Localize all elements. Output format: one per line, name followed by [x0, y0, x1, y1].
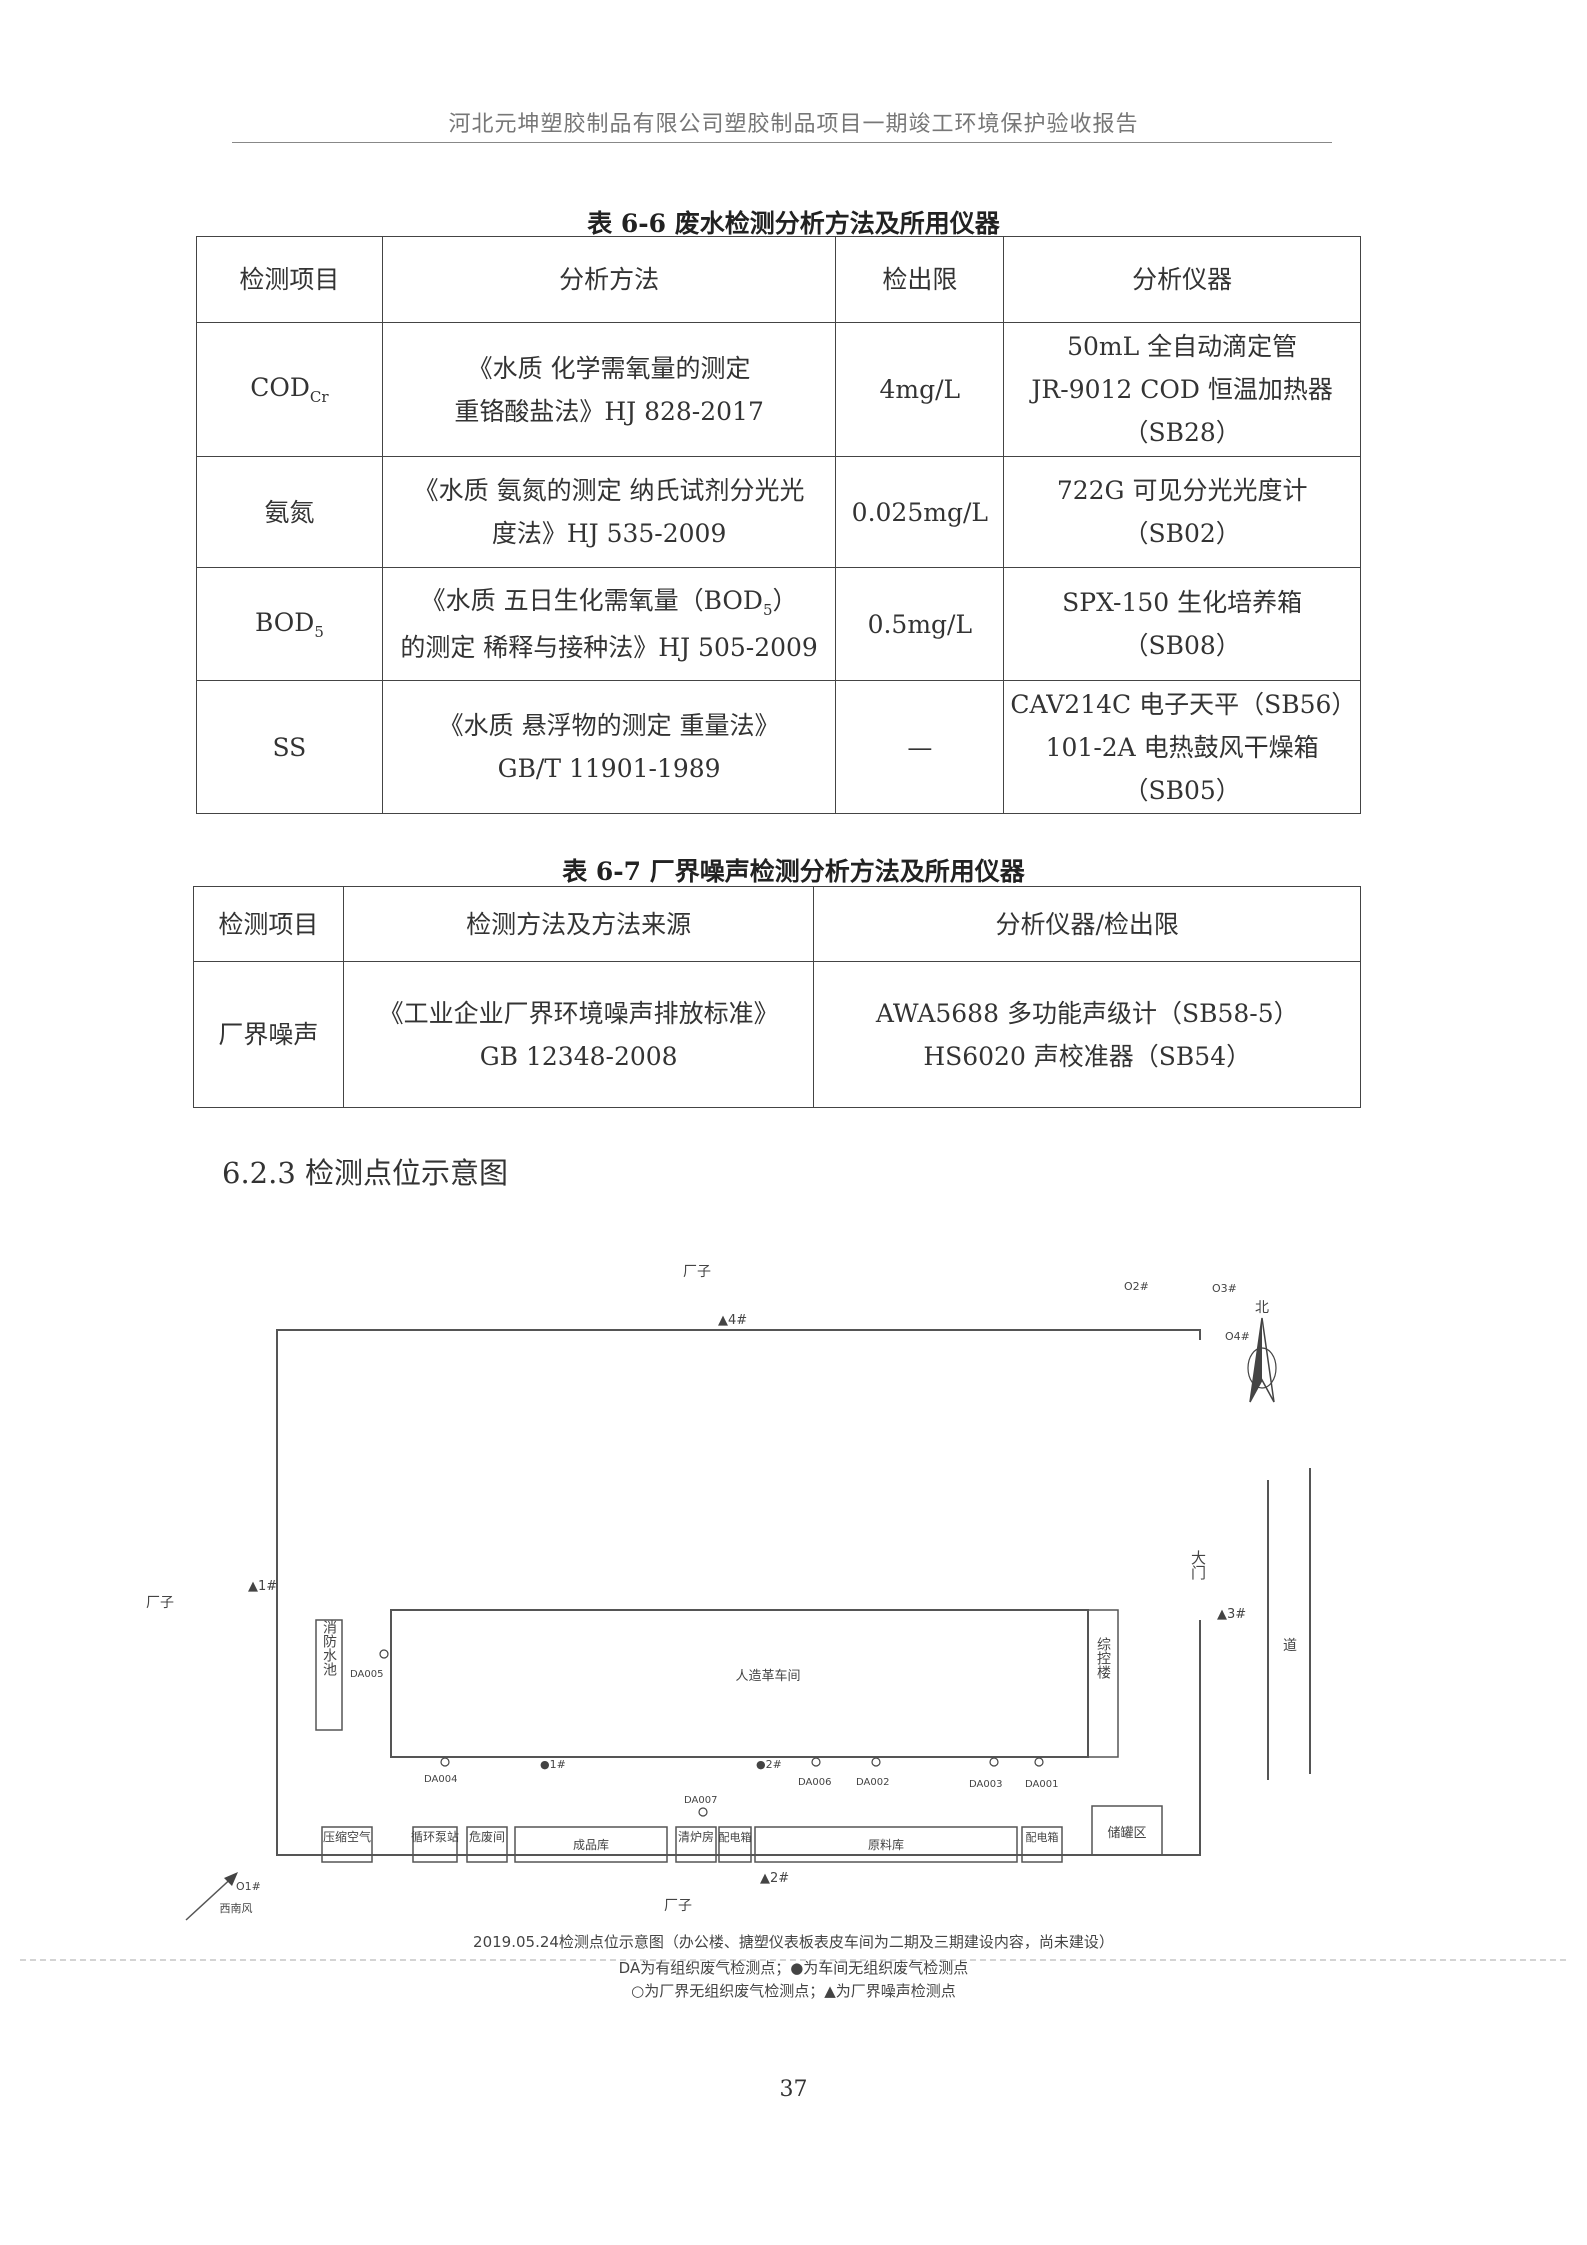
table-6-7-title: 表 6-7 厂界噪声检测分析方法及所用仪器 [562, 857, 1025, 886]
fire-pool-outline [315, 1619, 343, 1731]
table-6-6-title: 表 6-6 废水检测分析方法及所用仪器 [587, 209, 1000, 238]
table-row: 厂界噪声 《工业企业厂界环境噪声排放标准》GB 12348-2008 AWA56… [193, 961, 1361, 1108]
cell-method: 《水质 悬浮物的测定 重量法》GB/T 11901-1989 [381, 680, 837, 814]
table-row: SS 《水质 悬浮物的测定 重量法》GB/T 11901-1989 — CAV2… [196, 680, 1361, 814]
factory-top-label: 厂子 [683, 1264, 711, 1280]
gate-label: 大门 [1189, 1550, 1207, 1581]
boundary-point-4: O4# [1225, 1330, 1250, 1343]
da-point-5: DA005 [350, 1669, 383, 1680]
section-heading: 6.2.3 检测点位示意图 [222, 1156, 509, 1190]
room-product: 成品库 [573, 1837, 609, 1852]
cell-instrument: CAV214C 电子天平（SB56）101-2A 电热鼓风干燥箱（SB05） [1003, 680, 1361, 814]
wind-arrow-icon: 西南风 [185, 1872, 253, 1921]
cell-limit: 0.025mg/L [835, 456, 1005, 568]
cell-item: CODCr [196, 322, 383, 457]
fire-pool-label: 消防水池 [321, 1620, 337, 1676]
table-6-7-header-item: 检测项目 [193, 886, 344, 962]
table-6-7-header-instrument: 分析仪器/检出限 [813, 886, 1361, 962]
header-rule [232, 142, 1332, 143]
room-compressed-air: 压缩空气 [323, 1829, 371, 1844]
cell-limit: 4mg/L [835, 322, 1005, 457]
map-caption-line2: DA为有组织废气检测点；●为车间无组织废气检测点 [618, 1959, 969, 1977]
north-arrow-icon: 北 [1247, 1300, 1277, 1403]
cell-item: BOD5 [196, 567, 383, 681]
office-label: 综控楼 [1095, 1637, 1111, 1679]
storage-label: 储罐区 [1107, 1826, 1146, 1841]
room-hazardous: 危废间 [469, 1829, 505, 1844]
cell-method: 《工业企业厂界环境噪声排放标准》GB 12348-2008 [342, 961, 815, 1108]
workshop-label: 人造革车间 [735, 1668, 800, 1684]
workshop-point-1: ●1# [540, 1758, 566, 1771]
table-6-6-header-item: 检测项目 [196, 236, 383, 323]
factory-left-label: 厂子 [146, 1595, 174, 1611]
room-raw: 原料库 [868, 1837, 904, 1852]
map-caption-line3: ○为厂界无组织废气检测点；▲为厂界噪声检测点 [631, 1982, 956, 2000]
cell-item: SS [196, 680, 383, 814]
boundary-point-1: O1# [236, 1880, 261, 1893]
table-6-6-header-instrument: 分析仪器 [1003, 236, 1361, 323]
da-point-7: DA007 [684, 1795, 717, 1806]
room-power-1: 配电箱 [719, 1830, 752, 1844]
table-6-6: 检测项目 分析方法 检出限 分析仪器 CODCr 《水质 化学需氧量的测定重铬酸… [196, 236, 1361, 814]
da-point-2: DA002 [856, 1777, 889, 1788]
cell-limit: — [835, 680, 1005, 814]
cell-limit: 0.5mg/L [835, 567, 1005, 681]
boundary-point-2: O2# [1124, 1280, 1149, 1293]
table-row: 氨氮 《水质 氨氮的测定 纳氏试剂分光光度法》HJ 535-2009 0.025… [196, 456, 1361, 568]
boundary-point-3: O3# [1212, 1282, 1237, 1295]
noise-point-3: ▲3# [1217, 1607, 1246, 1622]
wind-label: 西南风 [220, 1902, 253, 1915]
workshop-point-2: ●2# [756, 1758, 782, 1771]
da-point-1: DA001 [1025, 1779, 1058, 1790]
noise-point-2: ▲2# [760, 1871, 789, 1886]
cell-instrument: 722G 可见分光光度计（SB02） [1003, 456, 1361, 568]
da-point-6: DA006 [798, 1777, 831, 1788]
running-header: 河北元坤塑胶制品有限公司塑胶制品项目一期竣工环境保护验收报告 [448, 112, 1139, 137]
cell-item: 氨氮 [196, 456, 383, 568]
table-6-6-header-method: 分析方法 [381, 236, 837, 323]
storage-outline [1091, 1805, 1163, 1856]
da-point-4: DA004 [424, 1774, 457, 1785]
factory-boundary [276, 1329, 1201, 1856]
room-power-2: 配电箱 [1026, 1830, 1059, 1844]
da-point-3: DA003 [969, 1779, 1002, 1790]
noise-point-1: ▲1# [248, 1579, 277, 1594]
table-6-7: 检测项目 检测方法及方法来源 分析仪器/检出限 厂界噪声 《工业企业厂界环境噪声… [193, 886, 1361, 1108]
cell-item: 厂界噪声 [193, 961, 344, 1108]
cell-method: 《水质 化学需氧量的测定重铬酸盐法》HJ 828-2017 [381, 322, 837, 457]
road-label: 道 [1283, 1638, 1297, 1654]
cell-instrument: AWA5688 多功能声级计（SB58-5）HS6020 声校准器（SB54） [813, 961, 1361, 1108]
office-outline [1087, 1609, 1119, 1758]
noise-point-4: ▲4# [718, 1313, 747, 1328]
svg-text:北: 北 [1255, 1300, 1269, 1316]
map-caption-line1: 2019.05.24检测点位示意图（办公楼、搪塑仪表板表皮车间为二期及三期建设内… [473, 1933, 1114, 1951]
da-point-marks [379, 1649, 1044, 1817]
bottom-rooms: 压缩空气 循环泵站 危废间 成品库 清炉房 配电箱 原料库 配电箱 [321, 1826, 1063, 1863]
room-pump: 循环泵站 [411, 1830, 459, 1844]
page-number: 37 [779, 2077, 808, 2102]
table-row: CODCr 《水质 化学需氧量的测定重铬酸盐法》HJ 828-2017 4mg/… [196, 322, 1361, 457]
cell-instrument: SPX-150 生化培养箱（SB08） [1003, 567, 1361, 681]
room-boiler: 清炉房 [678, 1829, 714, 1844]
factory-bottom-label: 厂子 [664, 1898, 692, 1914]
